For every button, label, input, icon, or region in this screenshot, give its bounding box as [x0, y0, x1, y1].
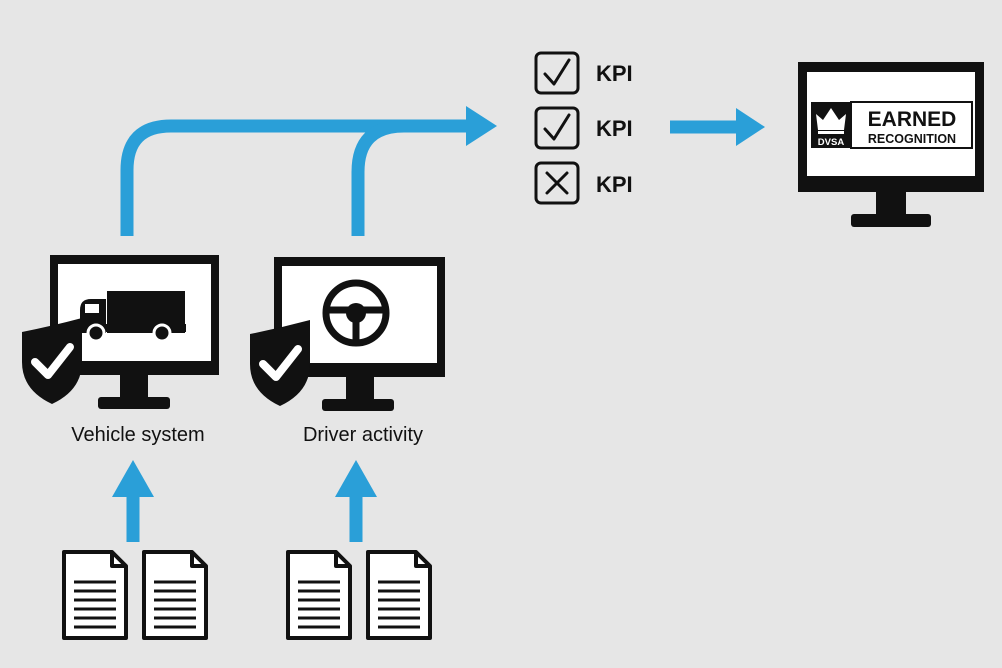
kpi-label: KPI: [596, 61, 633, 86]
shield-check-icon: [22, 318, 82, 404]
arrowhead-to-monitor: [736, 108, 765, 146]
document-icon: [286, 550, 352, 640]
driver-activity-node: Driver activity: [250, 257, 445, 446]
arrow-driver-to-kpi: [351, 119, 405, 236]
shield-check-icon: [250, 320, 310, 406]
checkbox-checked-icon: [534, 106, 580, 150]
steering-wheel-icon: [322, 279, 390, 347]
kpi-label: KPI: [596, 116, 633, 141]
vehicle-documents: [62, 550, 208, 640]
kpi-item-fail: KPI: [534, 161, 633, 205]
driver-activity-label: Driver activity: [303, 424, 423, 446]
document-icon: [62, 550, 128, 640]
kpi-item-pass: KPI: [534, 106, 633, 150]
kpi-item-pass: KPI: [534, 51, 633, 95]
badge-line2: RECOGNITION: [868, 132, 956, 146]
kpi-label: KPI: [596, 172, 633, 197]
arrowhead-up-vehicle: [112, 460, 154, 497]
arrow-vehicle-to-kpi: [120, 119, 470, 236]
crown-icon: [816, 108, 846, 134]
document-icon: [142, 550, 208, 640]
checkbox-crossed-icon: [534, 161, 580, 205]
driver-documents: [286, 550, 432, 640]
vehicle-system-node: Vehicle system: [22, 255, 219, 446]
document-icon: [366, 550, 432, 640]
vehicle-system-label: Vehicle system: [71, 424, 204, 446]
badge-org: DVSA: [818, 137, 845, 148]
badge-line1: EARNED: [868, 108, 957, 131]
earned-recognition-logo: DVSA EARNED RECOGNITION: [811, 101, 973, 149]
arrowhead-up-driver: [335, 460, 377, 497]
truck-icon: [78, 291, 186, 343]
kpi-checklist: KPI KPI KPI: [534, 51, 633, 205]
arrowhead-to-kpi: [466, 106, 497, 146]
earned-recognition-node: DVSA EARNED RECOGNITION: [798, 62, 984, 227]
checkbox-checked-icon: [534, 51, 580, 95]
flow-arrows: [112, 106, 765, 542]
